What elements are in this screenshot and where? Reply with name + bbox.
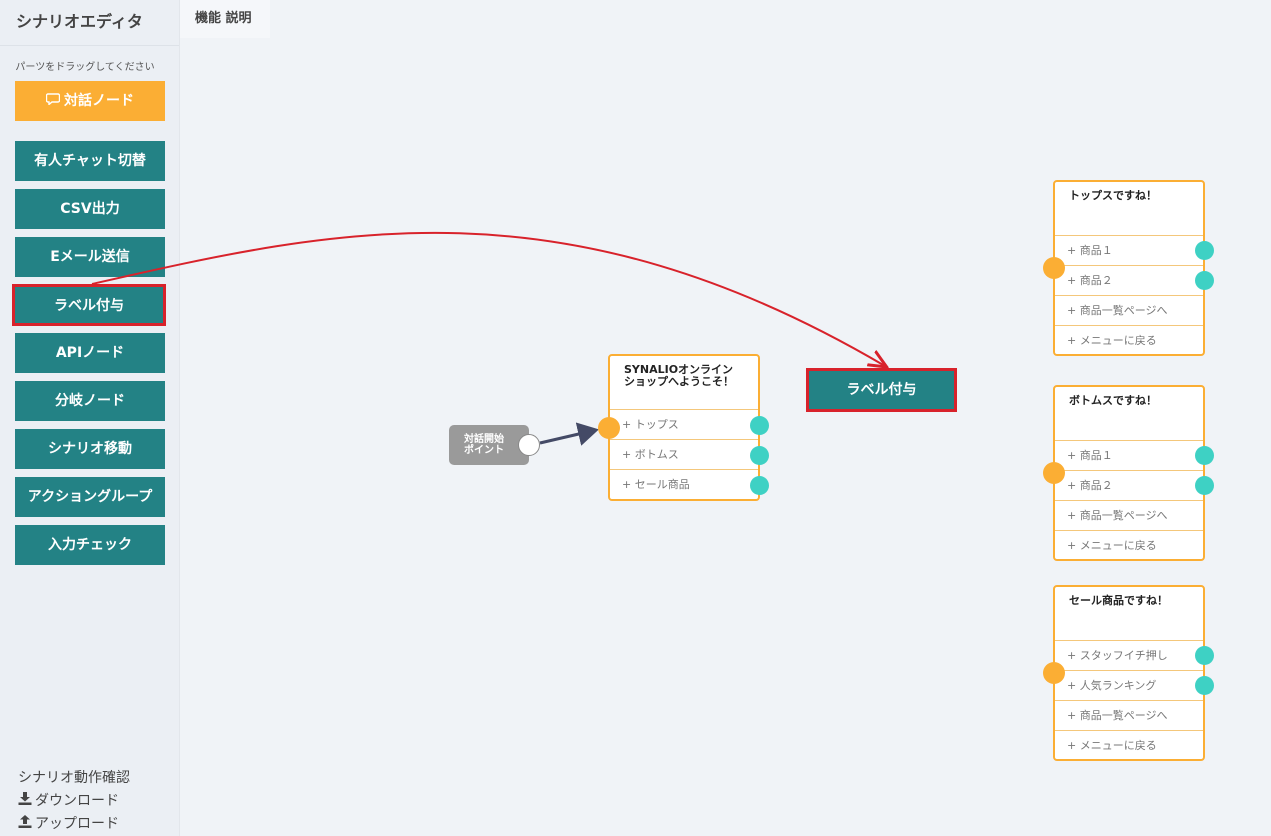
part-csv-export[interactable]: CSV出力 — [15, 189, 165, 229]
output-port[interactable] — [750, 416, 769, 435]
part-scenario-move[interactable]: シナリオ移動 — [15, 429, 165, 469]
start-node-line2: ポイント — [464, 445, 504, 456]
node-title: ボトムスですね！ — [1055, 387, 1203, 441]
node-option[interactable]: + 商品２ — [1055, 266, 1203, 296]
input-port[interactable] — [1043, 462, 1065, 484]
drag-hint: パーツをドラッグしてください — [15, 62, 155, 73]
dialog-node-label: 対話ノード — [64, 93, 134, 109]
output-port[interactable] — [1195, 446, 1214, 465]
part-human-chat-switch[interactable]: 有人チャット切替 — [15, 141, 165, 181]
upload-link[interactable]: アップロード — [18, 812, 130, 835]
output-port[interactable] — [1195, 476, 1214, 495]
bottoms-dialog-node[interactable]: ボトムスですね！ + 商品１ + 商品２ + 商品一覧ページへ + メニューに戻… — [1053, 385, 1205, 561]
welcome-dialog-node[interactable]: SYNALIOオンラインショップへようこそ！ + トップス + ボトムス + セ… — [608, 354, 760, 501]
speech-bubble-icon — [45, 81, 61, 121]
node-title: セール商品ですね！ — [1055, 587, 1203, 641]
output-port[interactable] — [1195, 241, 1214, 260]
output-port[interactable] — [1195, 676, 1214, 695]
node-option[interactable]: + 商品一覧ページへ — [1055, 701, 1203, 731]
download-icon — [18, 791, 35, 811]
drag-arrow — [91, 231, 885, 366]
node-option[interactable]: + メニューに戻る — [1067, 739, 1157, 752]
input-port[interactable] — [1043, 257, 1065, 279]
node-option[interactable]: + ボトムス — [610, 440, 758, 470]
sidebar-footer: シナリオ動作確認 ダウンロード アップロード — [18, 766, 130, 835]
node-option[interactable]: + 商品２ — [1055, 471, 1203, 501]
output-port[interactable] — [750, 446, 769, 465]
part-label-assign[interactable]: ラベル付与 — [12, 284, 166, 326]
output-port[interactable] — [1195, 271, 1214, 290]
part-api-node[interactable]: APIノード — [15, 333, 165, 373]
sidebar: シナリオエディタ パーツをドラッグしてください 対話ノード 有人チャット切替 C… — [0, 0, 180, 836]
node-option[interactable]: + 人気ランキング — [1055, 671, 1203, 701]
node-option[interactable]: + メニューに戻る — [1067, 539, 1157, 552]
part-input-check[interactable]: 入力チェック — [15, 525, 165, 565]
output-port[interactable] — [1195, 646, 1214, 665]
start-output-port[interactable] — [518, 434, 540, 456]
start-connector — [539, 422, 599, 446]
upload-label: アップロード — [35, 815, 119, 832]
tops-dialog-node[interactable]: トップスですね！ + 商品１ + 商品２ + 商品一覧ページへ + メニューに戻… — [1053, 180, 1205, 356]
part-email-send[interactable]: Eメール送信 — [15, 237, 165, 277]
upload-icon — [18, 814, 35, 834]
node-option[interactable]: + トップス — [610, 410, 758, 440]
node-option[interactable]: + 商品１ — [1055, 441, 1203, 471]
input-port[interactable] — [1043, 662, 1065, 684]
start-node-line1: 対話開始 — [464, 434, 504, 445]
scenario-test-link[interactable]: シナリオ動作確認 — [18, 769, 130, 786]
input-port[interactable] — [598, 417, 620, 439]
node-option[interactable]: + スタッフイチ押し — [1055, 641, 1203, 671]
label-assign-node[interactable]: ラベル付与 — [806, 368, 957, 412]
node-option[interactable]: + 商品一覧ページへ — [1055, 296, 1203, 326]
dialog-node-button[interactable]: 対話ノード — [15, 81, 165, 121]
feature-description-tab[interactable]: 機能 説明 — [180, 0, 270, 38]
node-option[interactable]: + 商品１ — [1055, 236, 1203, 266]
node-option[interactable]: + メニューに戻る — [1067, 334, 1157, 347]
start-node[interactable]: 対話開始 ポイント — [449, 425, 529, 465]
part-branch-node[interactable]: 分岐ノード — [15, 381, 165, 421]
node-option[interactable]: + セール商品 — [622, 478, 690, 491]
part-action-group[interactable]: アクショングループ — [15, 477, 165, 517]
app-title: シナリオエディタ — [0, 0, 179, 46]
sale-dialog-node[interactable]: セール商品ですね！ + スタッフイチ押し + 人気ランキング + 商品一覧ページ… — [1053, 585, 1205, 761]
node-title: トップスですね！ — [1055, 182, 1203, 236]
node-option[interactable]: + 商品一覧ページへ — [1055, 501, 1203, 531]
node-title: SYNALIOオンラインショップへようこそ！ — [610, 356, 758, 410]
output-port[interactable] — [750, 476, 769, 495]
download-link[interactable]: ダウンロード — [18, 789, 130, 812]
download-label: ダウンロード — [35, 792, 119, 809]
